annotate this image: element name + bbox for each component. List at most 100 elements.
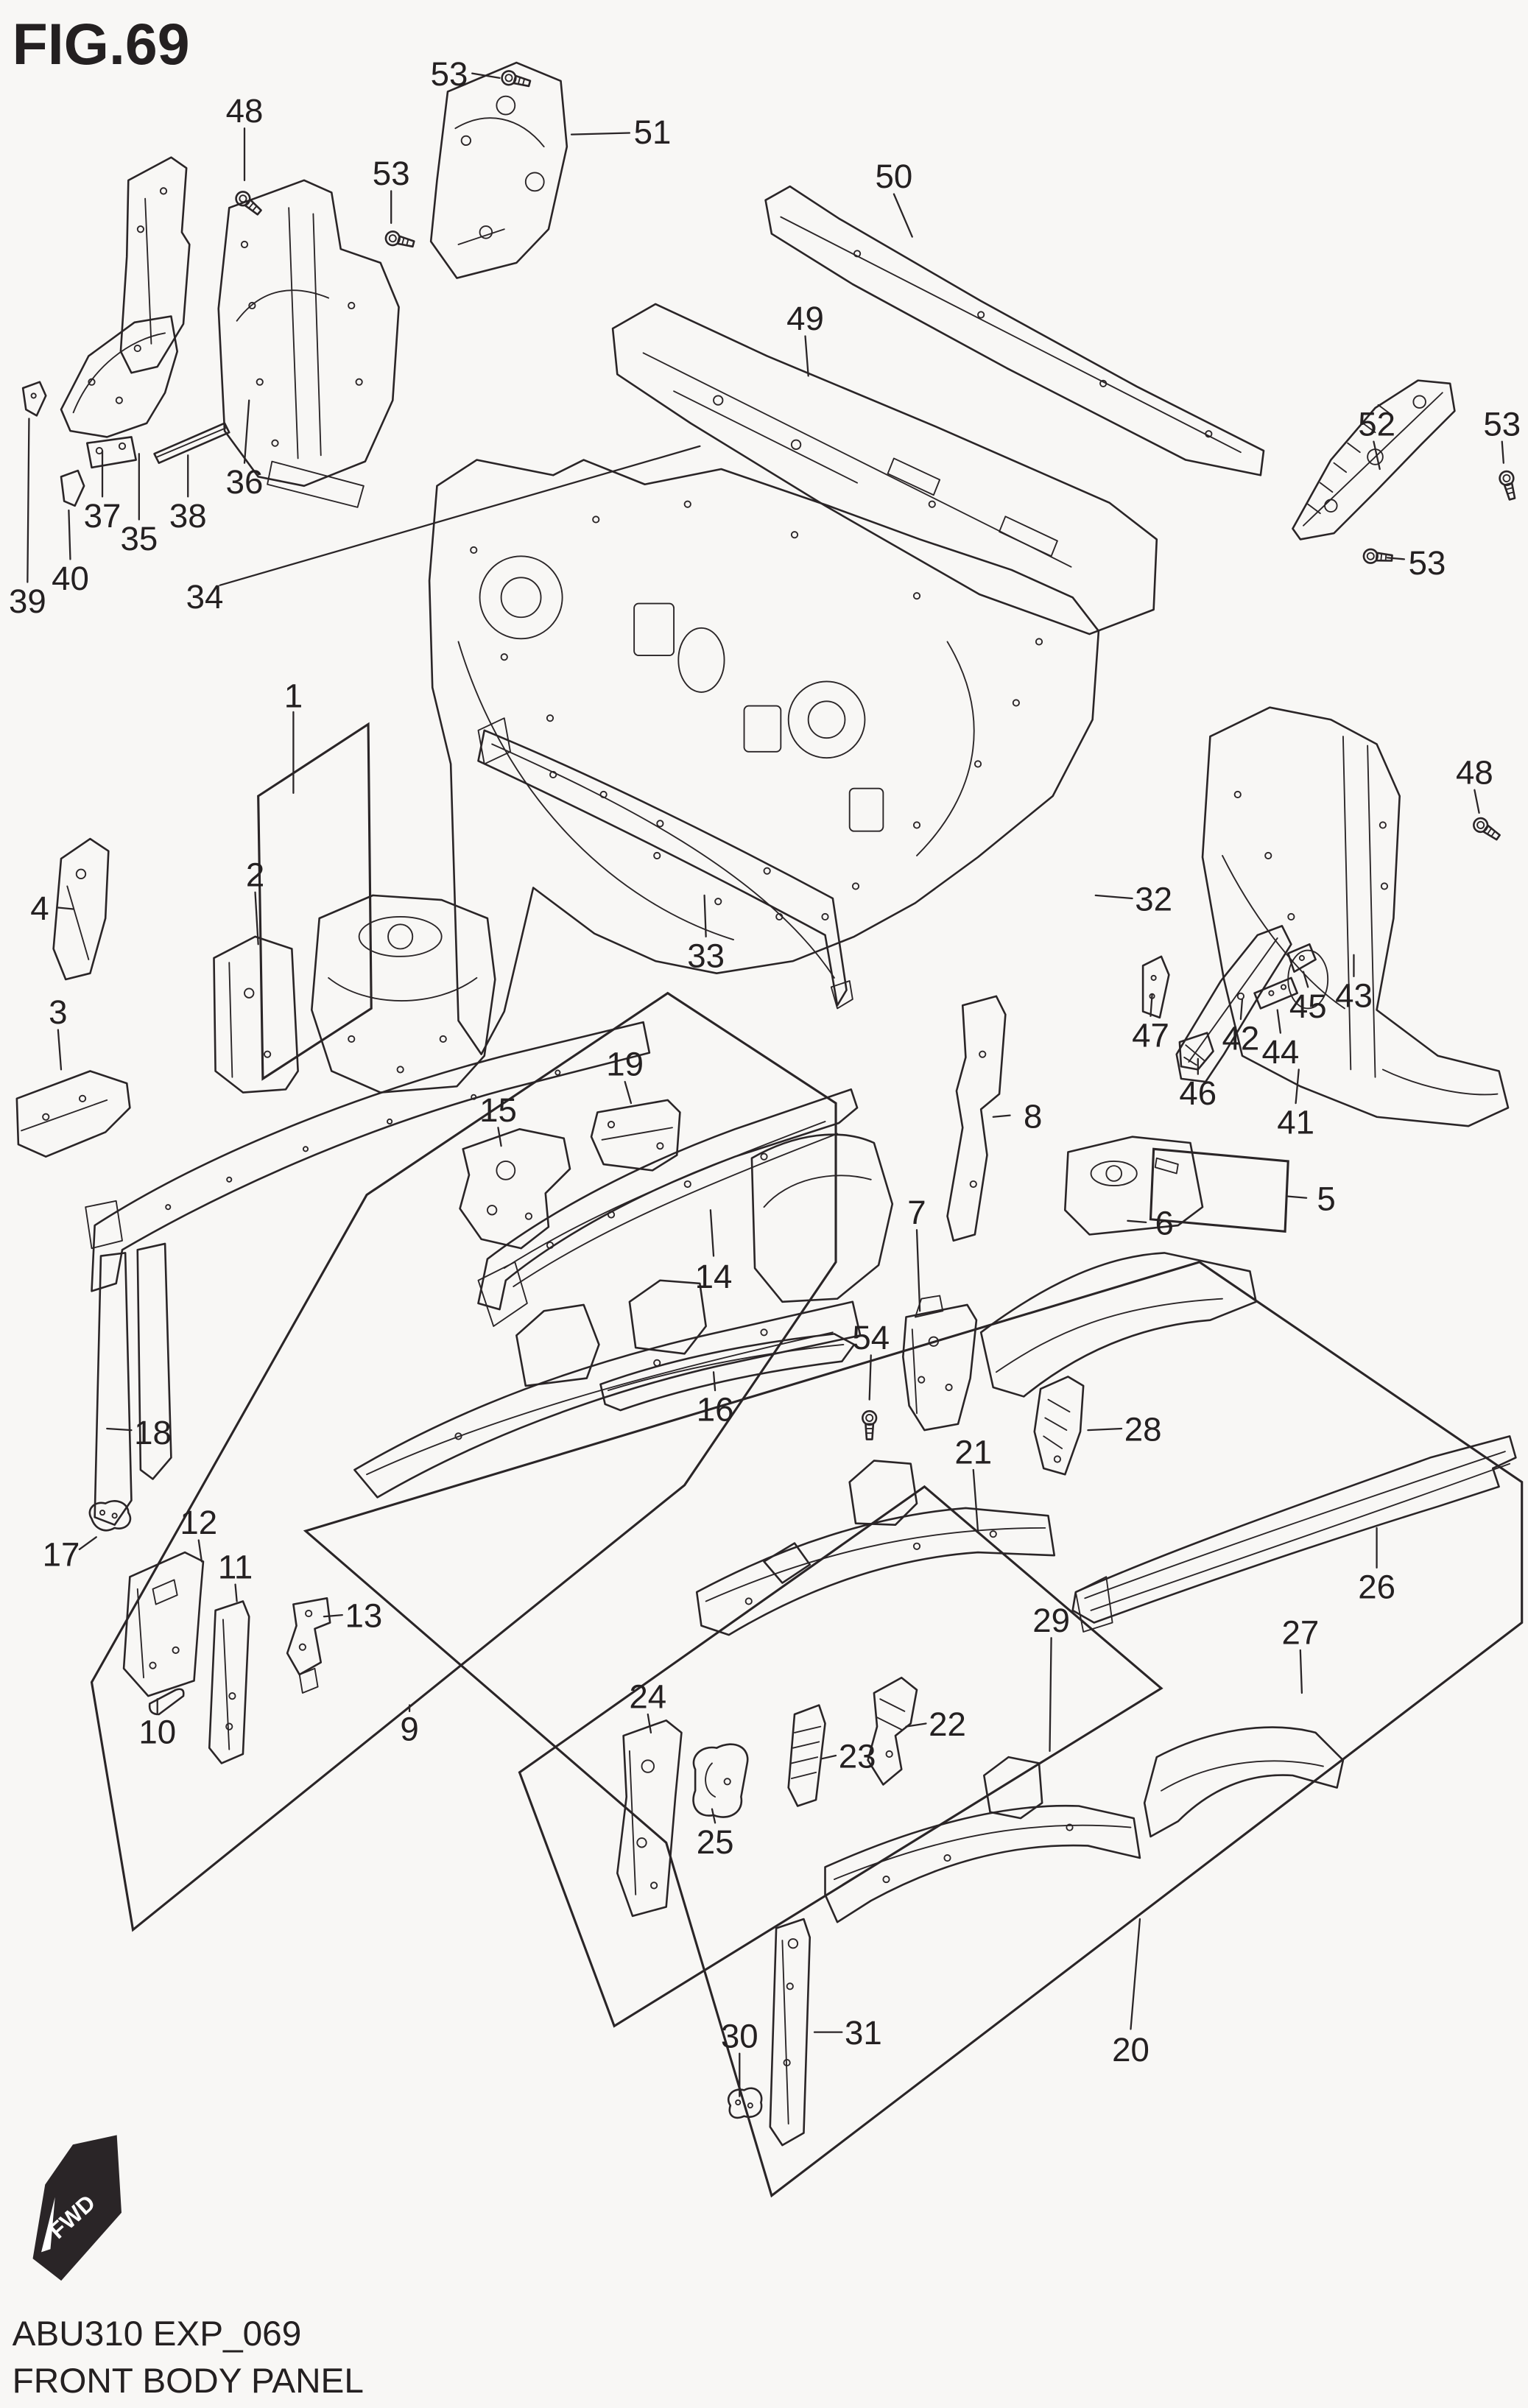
part-19-bracket (590, 1099, 681, 1172)
part-label-4: 4 (30, 890, 49, 927)
part-35-wheelhouse (60, 315, 178, 438)
part-label-30: 30 (721, 2017, 758, 2055)
part-label-19: 19 (606, 1046, 644, 1083)
leader-line (57, 906, 74, 910)
part-label-6: 6 (1155, 1204, 1173, 1242)
part-42-apron-strip (1175, 925, 1292, 1083)
part-label-50: 50 (875, 158, 912, 195)
bolt-icon (384, 230, 415, 248)
part-40-clip (60, 469, 85, 507)
part-7-plate (902, 1295, 978, 1432)
part-33-crossmember (477, 717, 853, 1010)
leader-line (27, 418, 30, 583)
leader-line (497, 1127, 502, 1147)
leader-line (78, 1536, 97, 1551)
part-label-8: 8 (1024, 1097, 1042, 1135)
bolt-icon (862, 1409, 878, 1440)
leader-line (624, 1080, 633, 1105)
part-label-48: 48 (1456, 753, 1493, 791)
part-21-side-member (695, 1460, 1056, 1636)
part-label-53: 53 (373, 155, 410, 192)
part-1-strut-tower (311, 894, 496, 1094)
part-label-36: 36 (226, 463, 264, 501)
part-label-42: 42 (1222, 1019, 1260, 1057)
part-9-inner-rail (353, 1279, 862, 1499)
part-label-54: 54 (852, 1319, 890, 1356)
outline-group-20 (303, 1261, 1524, 2198)
leader-line (57, 1029, 63, 1071)
part-label-35: 35 (120, 520, 158, 557)
leader-line (1239, 998, 1244, 1021)
part-label-32: 32 (1135, 881, 1172, 918)
part-label-43: 43 (1335, 976, 1373, 1014)
leader-line (804, 335, 809, 377)
footer-caption: FRONT BODY PANEL (13, 2362, 364, 2401)
part-label-11: 11 (218, 1548, 253, 1585)
part-label-23: 23 (839, 1738, 876, 1775)
part-37-plate (85, 436, 137, 469)
part-38-rod (153, 422, 230, 464)
part-12-panel (122, 1551, 205, 1697)
part-28-bracket (1033, 1376, 1085, 1476)
leader-line (1373, 440, 1381, 471)
bolt-icon (501, 70, 532, 88)
leader-line (106, 1427, 133, 1432)
part-label-46: 46 (1179, 1074, 1217, 1112)
part-label-9: 9 (400, 1710, 418, 1747)
leader-line (1302, 971, 1309, 988)
group-outlines (90, 722, 1524, 2198)
part-label-44: 44 (1261, 1033, 1299, 1071)
part-label-20: 20 (1112, 2031, 1149, 2069)
leader-line (992, 1114, 1011, 1118)
part-41-pillar-panel (1201, 706, 1510, 1127)
diagram-art (15, 61, 1517, 2147)
leader-line (709, 1209, 715, 1257)
leader-line (1386, 557, 1406, 560)
leader-line (892, 193, 913, 238)
part-44-bar (1253, 976, 1298, 1010)
part-3-gusset (15, 1070, 131, 1158)
leader-line (471, 72, 501, 79)
part-label-48: 48 (226, 92, 264, 130)
part-label-53: 53 (1409, 544, 1446, 582)
part-label-38: 38 (169, 497, 207, 535)
part-label-49: 49 (786, 300, 824, 337)
part-46-bracket (1178, 1032, 1214, 1071)
part-label-14: 14 (695, 1258, 733, 1295)
part-label-27: 27 (1281, 1614, 1319, 1652)
part-label-21: 21 (954, 1434, 992, 1471)
part-label-1: 1 (284, 677, 303, 715)
part-39-hook (21, 381, 47, 417)
leader-line (1127, 1219, 1147, 1224)
part-label-53: 53 (1483, 405, 1521, 443)
part-label-33: 33 (687, 937, 725, 974)
part-47-strip (1141, 955, 1170, 1019)
bolt-icon (1362, 548, 1393, 564)
leader-line (1299, 1649, 1303, 1694)
leader-line (1149, 993, 1153, 1017)
part-29-side-member (824, 1756, 1141, 1923)
part-52-brace (1292, 379, 1456, 541)
fasteners (235, 70, 1516, 1440)
leader-lines (27, 72, 1504, 2097)
fwd-marker: FWD (32, 2135, 122, 2281)
leader-line (821, 1754, 837, 1760)
part-6-housing-lower (979, 1252, 1257, 1398)
leader-line (1295, 1069, 1300, 1105)
part-16-strip (599, 1333, 856, 1412)
part-label-31: 31 (845, 2014, 882, 2052)
leader-line (711, 1808, 717, 1824)
part-45-clip (1286, 943, 1317, 973)
part-label-18: 18 (134, 1414, 172, 1451)
part-label-24: 24 (629, 1678, 666, 1716)
leader-line (1287, 1195, 1308, 1199)
part-label-40: 40 (52, 560, 89, 597)
part-label-34: 34 (186, 578, 224, 616)
figure-title: FIG.69 (13, 12, 190, 77)
part-label-53: 53 (431, 55, 468, 93)
leader-line (68, 509, 71, 560)
part-4-bracket (52, 837, 110, 981)
part-5-housing-upper (1063, 1136, 1204, 1236)
